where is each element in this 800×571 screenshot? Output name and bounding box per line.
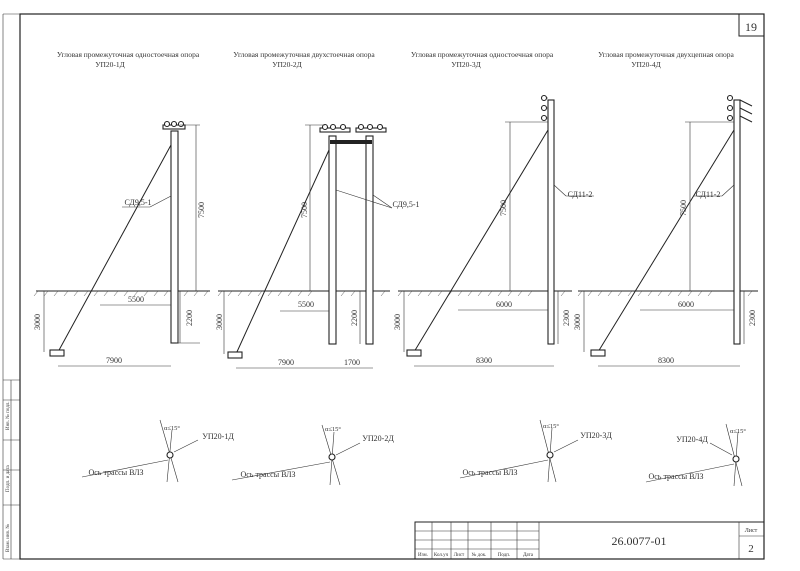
plan-code: УП20-3Д <box>580 431 612 440</box>
plan-code: УП20-4Д <box>676 435 708 444</box>
sheet-number: 19 <box>745 20 757 34</box>
stand-label: СД11-2 <box>696 190 721 199</box>
title-block: Изм. Кол.уч Лист № док. Подп. Дата 26.00… <box>414 521 765 560</box>
dim-height: 7500 <box>197 202 206 218</box>
title-col-label: Кол.уч <box>434 553 449 558</box>
sheet-frame <box>19 13 765 560</box>
dim-total: 7900 <box>278 358 294 367</box>
dim-height: 7500 <box>679 200 688 216</box>
guy-wire <box>597 129 735 353</box>
dim-height: 7500 <box>499 200 508 216</box>
axis-label: Ось трассы ВЛЗ <box>648 472 703 481</box>
plan-code: УП20-1Д <box>202 432 234 441</box>
dim-guy: 6000 <box>496 300 512 309</box>
dim-embed: 2300 <box>748 310 757 326</box>
dim-embed: 2300 <box>562 310 571 326</box>
support-title: Угловая промежуточная двухстоечная опора <box>233 50 375 59</box>
sheet-label: Лист <box>745 528 758 534</box>
title-col-label: Подп. <box>498 553 510 558</box>
stand-label: СД9,5-1 <box>124 198 151 207</box>
plan-angle: α≤15° <box>325 426 341 433</box>
dim-total: 8300 <box>658 356 674 365</box>
support-code: УП20-1Д <box>95 60 125 69</box>
document-code: 26.0077-01 <box>612 534 667 548</box>
stand-label: СД11-2 <box>568 190 593 199</box>
side-label: Инв. № подл. <box>5 402 11 431</box>
pole <box>170 130 179 344</box>
plan-pole <box>166 451 174 459</box>
pole <box>733 99 741 345</box>
dim-depth: 3000 <box>215 314 224 330</box>
axis-label: Ось трассы ВЛЗ <box>88 468 143 477</box>
support-code: УП20-2Д <box>272 60 302 69</box>
dim-embed: 2200 <box>350 310 359 326</box>
title-col-label: Дата <box>523 553 534 558</box>
anchor-plate <box>49 349 65 357</box>
plan-angle: α≤15° <box>164 425 180 432</box>
dim-extra: 1700 <box>344 358 360 367</box>
axis-label: Ось трассы ВЛЗ <box>240 470 295 479</box>
dim-height: 7500 <box>300 202 309 218</box>
plan-angle: α≤15° <box>543 423 559 430</box>
dim-guy: 6000 <box>678 300 694 309</box>
pole <box>328 135 337 345</box>
plan-pole <box>328 453 336 461</box>
stand-label: СД9,5-1 <box>392 200 419 209</box>
dim-total: 7900 <box>106 356 122 365</box>
sheet-num: 2 <box>748 543 754 555</box>
dim-guy: 5500 <box>128 295 144 304</box>
axis-label: Ось трассы ВЛЗ <box>462 468 517 477</box>
dim-depth: 3000 <box>33 314 42 330</box>
side-label: Подп. и дата <box>6 465 11 492</box>
guy-wire <box>57 144 172 353</box>
title-col-label: Изм. <box>418 553 428 558</box>
side-labels: Инв. № подл. Подп. и дата Взам. инв. № <box>5 402 11 553</box>
side-label: Взам. инв. № <box>5 524 11 552</box>
support-panel-1: Угловая промежуточная одностоечная опора… <box>33 50 234 483</box>
plan-pole <box>732 455 740 463</box>
dim-depth: 3000 <box>573 314 582 330</box>
anchor-plate <box>406 349 422 357</box>
plan-code: УП20-2Д <box>362 434 394 443</box>
support-code: УП20-3Д <box>451 60 481 69</box>
support-panel-3: Угловая промежуточная одностоечная опора… <box>393 50 612 483</box>
anchor-plate <box>590 349 606 357</box>
support-panel-2: Угловая промежуточная двухстоечная опора… <box>215 50 420 486</box>
support-code: УП20-4Д <box>631 60 661 69</box>
pole <box>547 99 555 345</box>
support-title: Угловая промежуточная двухцепная опора <box>598 50 734 59</box>
sheet-number-box <box>738 13 765 37</box>
guy-wire <box>413 129 549 353</box>
title-col-label: Лист <box>454 553 465 558</box>
pole <box>365 135 374 345</box>
support-title: Угловая промежуточная одностоечная опора <box>57 50 200 59</box>
anchor-plate <box>227 351 243 359</box>
plan-pole <box>546 451 554 459</box>
dim-embed: 2200 <box>185 310 194 326</box>
guy-wire <box>235 149 330 355</box>
dim-depth: 3000 <box>393 314 402 330</box>
dim-total: 8300 <box>476 356 492 365</box>
support-panel-4: Угловая промежуточная двухцепная опора У… <box>573 50 758 487</box>
support-title: Угловая промежуточная одностоечная опора <box>411 50 554 59</box>
dim-guy: 5500 <box>298 300 314 309</box>
plan-angle: α≤15° <box>730 428 746 435</box>
crossbeam <box>330 140 372 144</box>
title-col-label: № док. <box>472 552 487 558</box>
